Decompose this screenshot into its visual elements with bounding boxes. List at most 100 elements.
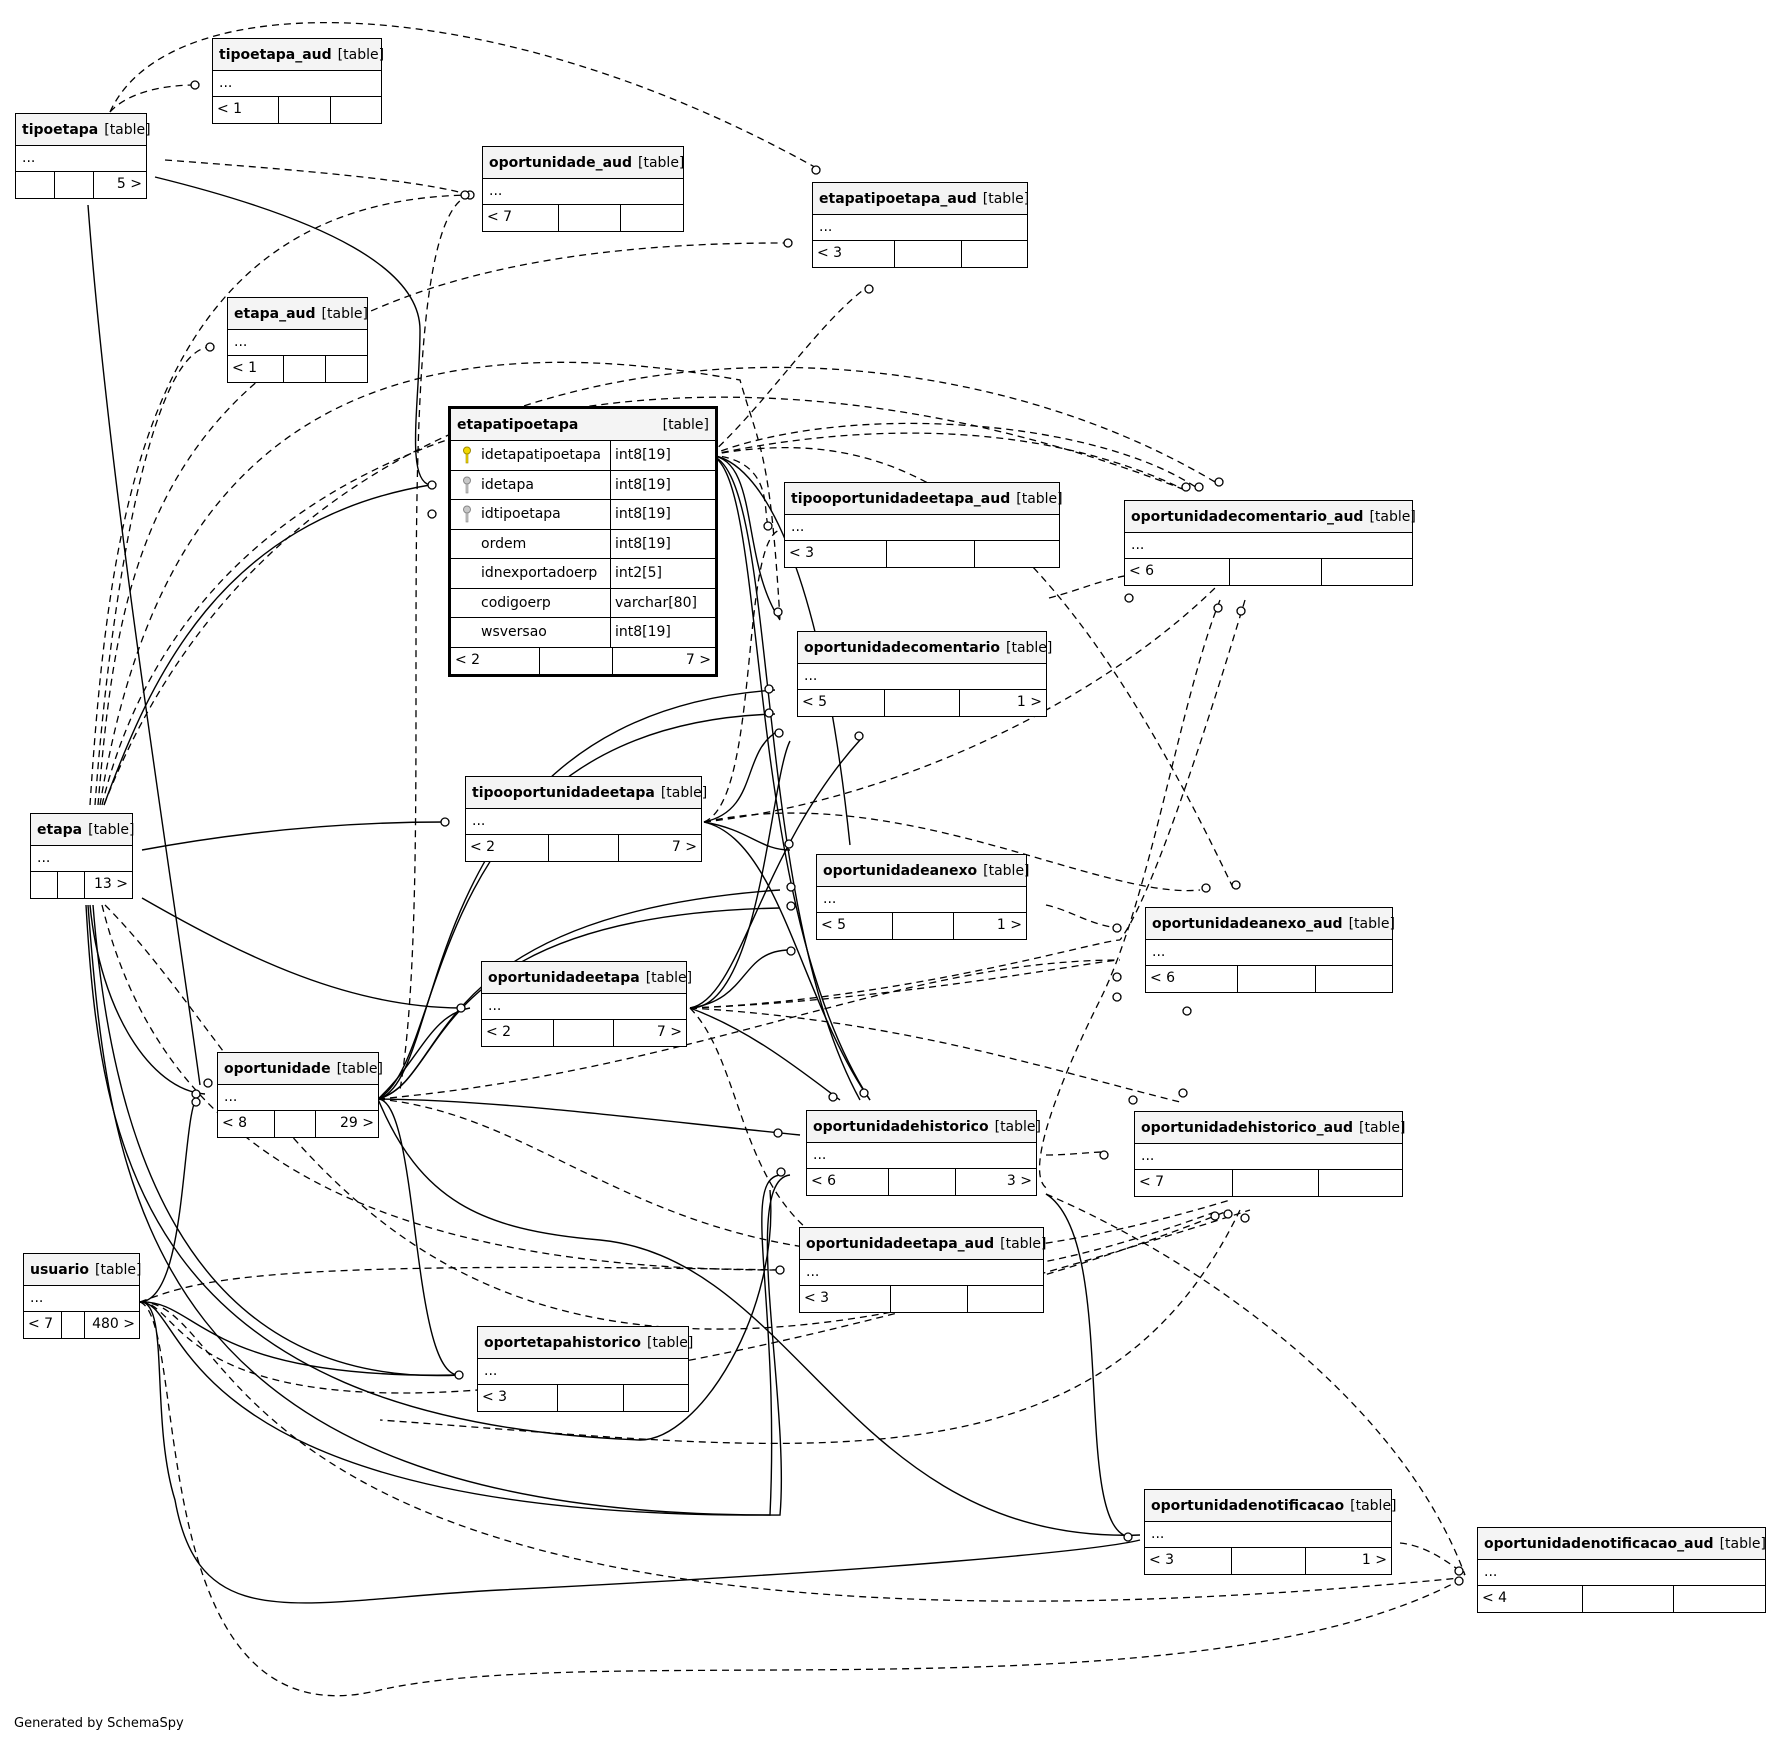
parents-count[interactable]: < 3 — [813, 241, 895, 267]
children-count[interactable] — [1319, 1170, 1402, 1196]
parents-count[interactable]: < 3 — [800, 1286, 891, 1312]
children-count[interactable]: 13 > — [94, 876, 128, 892]
rel-line-dashed — [703, 529, 781, 823]
table-oportunidadenotificacao_aud[interactable]: oportunidadenotificacao_aud[table] ... <… — [1477, 1527, 1766, 1613]
parents-count[interactable]: < 3 — [785, 541, 887, 567]
cardinality-circle — [776, 1167, 786, 1177]
parents-count[interactable]: < 7 — [483, 205, 559, 231]
table-name: oportunidadecomentario — [804, 639, 1000, 656]
cardinality-circle — [460, 190, 470, 200]
table-kind: [table] — [994, 1118, 1041, 1135]
table-oportunidadeetapa_aud[interactable]: oportunidadeetapa_aud[table] ... < 3 — [799, 1227, 1047, 1313]
table-etapa_aud[interactable]: etapa_aud[table] ... < 1 — [227, 297, 368, 383]
cardinality-circle — [764, 708, 774, 718]
table-name: usuario — [30, 1261, 90, 1278]
column-row[interactable]: ordem int8[19] — [451, 529, 715, 559]
parents-count[interactable]: < 6 — [1125, 559, 1230, 585]
table-name: tipoetapa_aud — [219, 46, 332, 63]
table-name: oportunidadeetapa — [488, 969, 640, 986]
rel-line-dashed — [164, 159, 471, 196]
column-type: int8[19] — [615, 447, 671, 463]
children-count[interactable]: 29 > — [340, 1115, 374, 1131]
parents-count[interactable]: < 2 — [466, 835, 549, 861]
table-oportunidadecomentario_aud[interactable]: oportunidadecomentario_aud[table] ... < … — [1124, 500, 1416, 586]
parents-count[interactable]: < 2 — [482, 1020, 554, 1046]
cardinality-circle — [1182, 1006, 1192, 1016]
children-count[interactable] — [326, 356, 367, 382]
column-type: int8[19] — [615, 535, 671, 552]
children-count[interactable]: 7 > — [656, 1024, 682, 1040]
parents-count[interactable] — [31, 872, 58, 898]
table-tipoetapa_aud[interactable]: tipoetapa_aud[table] ... < 1 — [212, 38, 384, 124]
table-tipoetapa[interactable]: tipoetapa[table] ... 5 > — [15, 113, 151, 199]
cardinality-circle — [1213, 603, 1223, 613]
rel-line — [689, 1007, 841, 1101]
table-oportunidadehistorico_aud[interactable]: oportunidadehistorico_aud[table] ... < 7 — [1134, 1111, 1405, 1197]
parents-count[interactable]: < 6 — [807, 1169, 889, 1195]
children-count[interactable]: 5 > — [116, 176, 142, 192]
children-count[interactable]: 1 > — [1016, 694, 1042, 710]
parents-count[interactable]: < 5 — [798, 690, 885, 716]
children-count[interactable] — [968, 1286, 1043, 1312]
table-tipooportunidadeetapa_aud[interactable]: tipooportunidadeetapa_aud[table] ... < 3 — [784, 482, 1063, 568]
column-name: ordem — [481, 535, 527, 552]
children-count[interactable]: 3 > — [1006, 1173, 1032, 1189]
children-count[interactable]: 7 > — [685, 651, 711, 668]
parents-count[interactable]: < 5 — [817, 913, 893, 939]
children-count[interactable]: 1 > — [996, 917, 1022, 933]
table-etapa[interactable]: etapa[table] ... 13 > — [30, 813, 135, 899]
parents-count[interactable]: < 7 — [24, 1312, 62, 1338]
table-columns-collapsed: ... — [483, 179, 683, 205]
parents-count[interactable]: < 6 — [1146, 966, 1238, 992]
children-count[interactable]: 480 > — [92, 1316, 135, 1332]
table-oportetapahistorico[interactable]: oportetapahistorico[table] ... < 3 — [477, 1326, 693, 1412]
parents-count[interactable]: < 7 — [1135, 1170, 1233, 1196]
parents-count[interactable] — [16, 172, 55, 198]
parents-count[interactable]: < 4 — [1478, 1586, 1583, 1612]
children-count[interactable] — [1322, 559, 1412, 585]
cardinality-circle — [773, 1128, 783, 1138]
children-count[interactable] — [621, 205, 683, 231]
rel-line-dashed — [709, 432, 1186, 491]
rel-line — [92, 904, 461, 1377]
children-count[interactable] — [1674, 1586, 1765, 1612]
table-name: etapatipoetapa — [457, 416, 579, 433]
column-type: int8[19] — [615, 476, 671, 493]
table-etapatipoetapa_aud[interactable]: etapatipoetapa_aud[table] ... < 3 — [812, 182, 1029, 268]
children-count[interactable] — [1316, 966, 1392, 992]
children-count[interactable] — [975, 541, 1059, 567]
column-type: int8[19] — [615, 506, 671, 522]
parents-count[interactable]: < 2 — [451, 647, 540, 674]
parents-count[interactable]: < 1 — [213, 97, 279, 123]
parents-count[interactable]: < 3 — [1145, 1548, 1232, 1574]
cardinality-circle — [1112, 992, 1122, 1002]
parents-count[interactable]: < 8 — [218, 1111, 275, 1137]
parents-count[interactable]: < 1 — [228, 356, 284, 382]
table-oportunidade_aud[interactable]: oportunidade_aud[table] ... < 7 — [482, 146, 684, 232]
children-count[interactable]: 1 > — [1361, 1552, 1387, 1568]
table-columns-collapsed: ... — [785, 515, 1059, 541]
children-count[interactable] — [624, 1385, 688, 1411]
children-count[interactable]: 7 > — [671, 839, 697, 855]
table-oportunidadeanexo_aud[interactable]: oportunidadeanexo_aud[table] ... < 6 — [1145, 907, 1395, 993]
children-count[interactable] — [962, 241, 1027, 267]
parents-count[interactable]: < 3 — [478, 1385, 558, 1411]
children-count[interactable] — [331, 97, 381, 123]
rel-line-dashed — [103, 366, 1221, 806]
cardinality-circle — [454, 1370, 464, 1380]
